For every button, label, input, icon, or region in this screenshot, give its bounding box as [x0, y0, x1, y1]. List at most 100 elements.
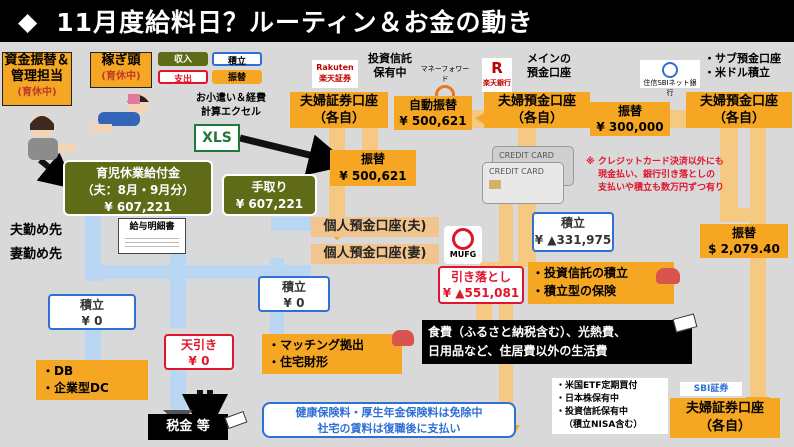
- reserve-mid-box: 積立 ¥ 0: [258, 276, 330, 312]
- living-line2: 日用品など、住居費以外の生活費: [428, 344, 608, 358]
- takehome-label: 手取り: [251, 180, 288, 194]
- sbi-securities-logo: SBI証券: [680, 382, 742, 396]
- mufg-icon: [452, 228, 474, 250]
- benefit-line2: （夫：8月・9月分）: [81, 183, 195, 197]
- auto-transfer-amount: ¥ 500,621: [399, 114, 467, 128]
- rakuten-bank-note-line1: メインの: [527, 52, 571, 65]
- couple-securities-account: 夫婦証券口座 （各自）: [290, 92, 388, 128]
- matching-line2: ・住宅財形: [268, 355, 329, 369]
- rakuten-note-line2: 保有中: [373, 66, 407, 79]
- fund-manager-role: 資金振替＆ 管理担当 (育休中): [2, 52, 72, 106]
- transfer-box-3: 振替 $ 2,079.40: [700, 224, 788, 258]
- title-bar: ◆ 11月度給料日？ルーティン＆お金の動き: [0, 0, 794, 42]
- sbi-bank-note-line2: ・米ドル積立: [704, 66, 770, 79]
- excel-caption-line1: お小遣い＆経費: [196, 93, 266, 104]
- sbi-holdings-line3: ・投資信託保有中: [556, 407, 629, 417]
- reserve-mid-amount: ¥ 0: [283, 296, 305, 310]
- rakuten-securities-logo: Rakuten 楽天証券: [312, 60, 358, 88]
- rakuten-bank-icon: R: [491, 59, 503, 77]
- payslip-lines: [125, 235, 179, 249]
- auto-transfer-box: 自動振替 ¥ 500,621: [394, 96, 472, 130]
- sbi-holdings-line1: ・米国ETF定期買付: [556, 381, 638, 391]
- credit-card-front: CREDIT CARD: [482, 162, 564, 204]
- rakuten-bank-note-line2: 預金口座: [527, 66, 571, 79]
- rakuten-bank-text: 楽天銀行: [483, 79, 511, 87]
- employer-husband: 夫勤め先: [10, 223, 63, 238]
- exemption-line2: 社宅の賃料は復職後に支払い: [317, 422, 461, 435]
- couple-deposit-account: 夫婦預金口座 （各自）: [484, 92, 590, 128]
- transfer-box-1: 振替 ¥ 500,621: [330, 150, 416, 186]
- rakuten-bank-note: メインの 預金口座: [516, 52, 582, 84]
- reserve-left-amount: ¥ 0: [81, 314, 103, 328]
- reserve-main-label: 積立: [560, 216, 585, 230]
- matching-box: ・マッチング拠出 ・住宅財形: [262, 334, 402, 374]
- transfer3-amount: $ 2,079.40: [708, 242, 780, 256]
- couple-securities-title: 夫婦証券口座: [299, 94, 378, 109]
- couple-deposit-account-2: 夫婦預金口座 （各自）: [686, 92, 792, 128]
- matching-line1: ・マッチング拠出: [268, 338, 365, 352]
- couple-deposit-sub: （各自）: [510, 111, 563, 126]
- man-illustration: [88, 90, 158, 136]
- auto-transfer-label: 自動振替: [408, 98, 457, 112]
- legend-expense: 支出: [158, 70, 208, 85]
- withdrawal-amount: ¥ ▲551,081: [442, 286, 520, 300]
- transfer1-amount: ¥ 500,621: [339, 169, 407, 183]
- excel-caption-line2: 計算エクセル: [201, 107, 261, 118]
- takehome-amount: ¥ 607,221: [235, 197, 304, 211]
- sbi-bank-icon: [662, 62, 678, 78]
- sbi-securities-sub: （各自）: [698, 419, 751, 434]
- sbi-holdings: ・米国ETF定期買付 ・日本株保有中 ・投資信託保有中 （積立NISA含む）: [552, 378, 668, 434]
- tax-box: 税金 等: [148, 414, 228, 440]
- sbi-securities-account: 夫婦証券口座 （各自）: [670, 398, 780, 438]
- card-chip-icon: [489, 180, 501, 189]
- sbi-holdings-line4: （積立NISA含む）: [564, 420, 643, 430]
- reserve-main-amount: ¥ ▲331,975: [534, 233, 612, 247]
- earner-label: 稼ぎ頭: [101, 53, 141, 68]
- reserve-left-label: 積立: [79, 298, 104, 312]
- fund-manager-line1: 資金振替＆: [4, 53, 70, 68]
- woman-icon: [28, 114, 76, 160]
- benefit-amount: ¥ 607,221: [104, 200, 172, 214]
- money-forward-logo: マネーフォワード: [420, 64, 470, 105]
- sbi-bank-logo: 住信SBIネット銀行: [640, 60, 700, 97]
- credit-note-line1: ※ クレジットカード決済以外にも: [586, 157, 724, 167]
- living-line1: 食費（ふるさと納税含む）、光熱費、: [428, 325, 627, 339]
- earner-note: (育休中): [101, 71, 141, 82]
- mufg-text: MUFG: [449, 250, 477, 259]
- legend-income: 収入: [158, 52, 208, 66]
- transfer-box-2: 振替 ¥ 300,000: [590, 102, 670, 136]
- woman-illustration: [20, 108, 80, 170]
- transfer3-label: 振替: [731, 226, 756, 240]
- rakuten-note: 投資信託 保有中: [360, 52, 420, 84]
- investment-line2: ・積立型の保険: [532, 284, 617, 298]
- earner-role: 稼ぎ頭 (育休中): [90, 52, 152, 88]
- withdrawal-label: 引き落とし: [450, 270, 511, 284]
- reserve-mid-label: 積立: [281, 280, 306, 294]
- employer-wife: 妻勤め先: [10, 247, 63, 262]
- benefit-line1: 育児休業給付金: [95, 166, 180, 180]
- credit-note: ※ クレジットカード決済以外にも 現金払い、銀行引き落としの 支払いや積立も数万…: [586, 156, 776, 198]
- exemption-note: 健康保険料・厚生年金保険料は免除中 社宅の賃料は復職後に支払い: [262, 402, 516, 438]
- credit-card-text-back: CREDIT CARD: [499, 151, 554, 160]
- living-expenses-box: 食費（ふるさと納税含む）、光熱費、 日用品など、住居費以外の生活費: [422, 320, 692, 364]
- personal-account-husband: 個人預金口座(夫): [311, 217, 439, 237]
- reserve-main-box: 積立 ¥ ▲331,975: [532, 212, 614, 252]
- pension-box: ・DB ・企業型DC: [36, 360, 148, 400]
- takehome-box: 手取り ¥ 607,221: [222, 174, 317, 216]
- sbi-bank-note: ・サブ預金口座 ・米ドル積立: [704, 52, 790, 84]
- coin-purse-icon-2: [392, 330, 414, 346]
- sbi-holdings-line2: ・日本株保有中: [556, 394, 620, 404]
- couple-deposit2-sub: （各自）: [712, 111, 765, 126]
- legend-transfer: 振替: [212, 70, 262, 84]
- fund-manager-note: (育休中): [17, 87, 57, 98]
- excel-icon[interactable]: XLS: [194, 124, 240, 152]
- transfer2-label: 振替: [617, 104, 642, 118]
- excel-caption: お小遣い＆経費 計算エクセル: [186, 92, 276, 122]
- db-line1: ・DB: [42, 364, 74, 378]
- credit-card-text-front: CREDIT CARD: [489, 167, 544, 176]
- deduction-label: 天引き: [180, 338, 217, 352]
- fund-manager-line2: 管理担当: [10, 69, 63, 84]
- man-icon: [92, 93, 149, 132]
- payslip-icon: 給与明細書: [118, 218, 186, 254]
